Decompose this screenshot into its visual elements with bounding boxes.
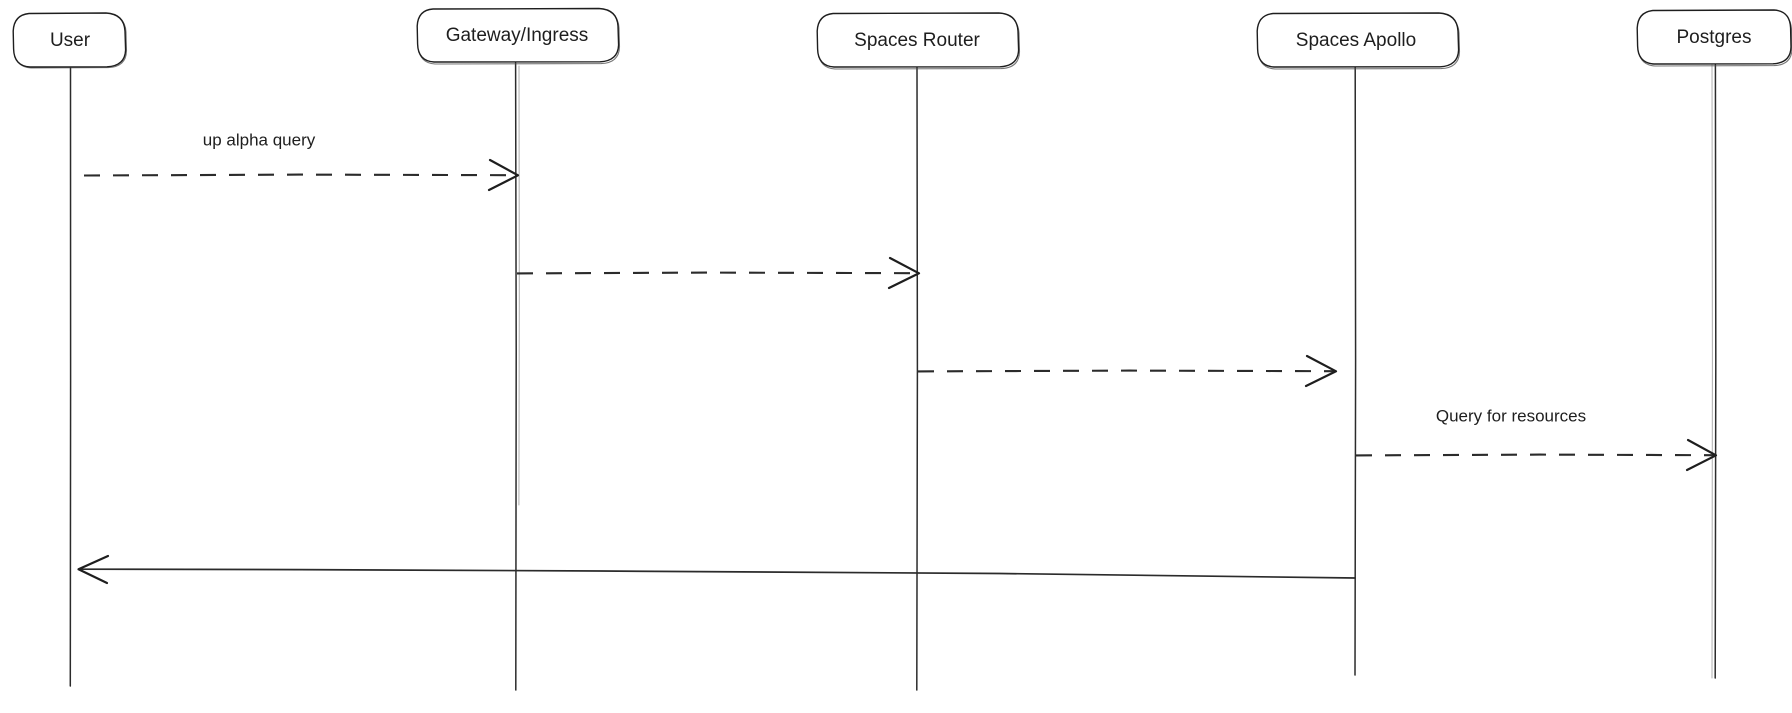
participant-label-gateway: Gateway/Ingress: [446, 25, 589, 46]
lifeline-gateway[interactable]: [514, 62, 520, 691]
message-3-router-to-apollo[interactable]: [917, 354, 1338, 388]
participant-gateway[interactable]: Gateway/Ingress: [416, 7, 621, 65]
lifeline-router[interactable]: [916, 67, 919, 691]
message-4-query-for-resources[interactable]: [1355, 438, 1718, 472]
participant-apollo[interactable]: Spaces Apollo: [1256, 12, 1461, 70]
participant-router[interactable]: Spaces Router: [816, 12, 1021, 70]
message-label-up-alpha-query: up alpha query: [203, 130, 316, 149]
lifeline-apollo[interactable]: [1354, 67, 1357, 676]
participant-label-apollo: Spaces Apollo: [1296, 30, 1416, 51]
participant-postgres[interactable]: Postgres: [1636, 9, 1792, 67]
lifeline-postgres[interactable]: [1711, 64, 1717, 679]
participant-user[interactable]: User: [12, 12, 128, 69]
lifelines-group: [69, 62, 1717, 691]
message-labels-group: up alpha query Query for resources: [203, 130, 1586, 425]
participant-label-router: Spaces Router: [854, 30, 980, 51]
participant-label-postgres: Postgres: [1677, 27, 1752, 48]
message-1-up-alpha-query[interactable]: [83, 158, 520, 192]
message-2-gateway-to-router[interactable]: [516, 256, 921, 290]
messages-group: [77, 158, 1718, 585]
participants-group: User Gateway/Ingress Spaces Router Space…: [12, 7, 1792, 70]
message-5-response-to-user[interactable]: [77, 554, 1356, 585]
message-label-query-for-resources: Query for resources: [1436, 406, 1586, 425]
participant-label-user: User: [50, 30, 91, 51]
